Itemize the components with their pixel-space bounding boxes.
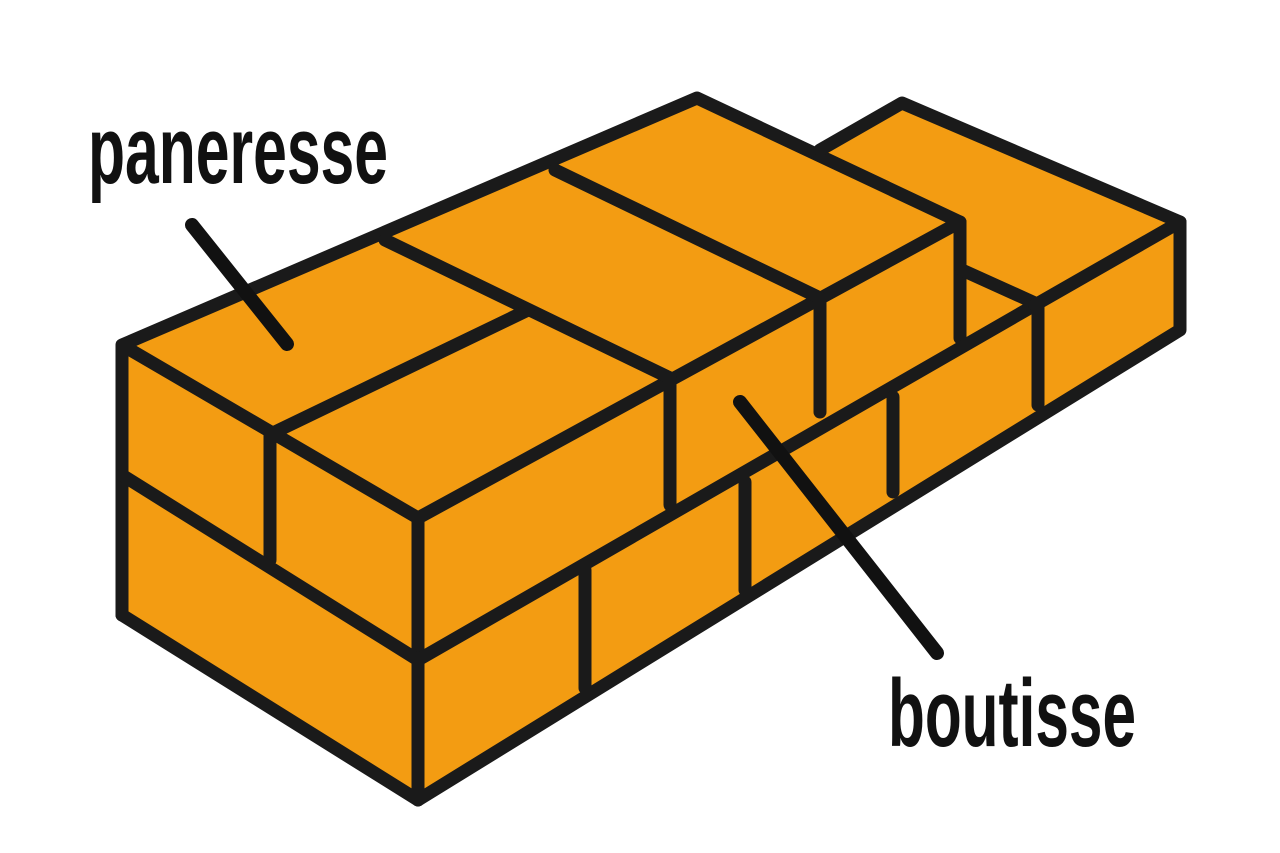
brick-edge — [1028, 215, 1187, 312]
stretcher-leader-line — [185, 218, 294, 351]
top-course-outline — [115, 91, 967, 622]
back-course-outline — [115, 96, 1187, 807]
course-division — [115, 298, 1042, 667]
stretcher-label: paneresse — [88, 97, 388, 204]
header-leader-line — [733, 395, 944, 660]
header-label: boutisse — [888, 660, 1136, 767]
brick-joint — [268, 303, 535, 439]
brick-outlines — [115, 91, 1187, 807]
brick-wall-silhouette — [122, 98, 1180, 800]
brick-joint — [548, 163, 827, 305]
brick-edge — [955, 263, 1042, 310]
